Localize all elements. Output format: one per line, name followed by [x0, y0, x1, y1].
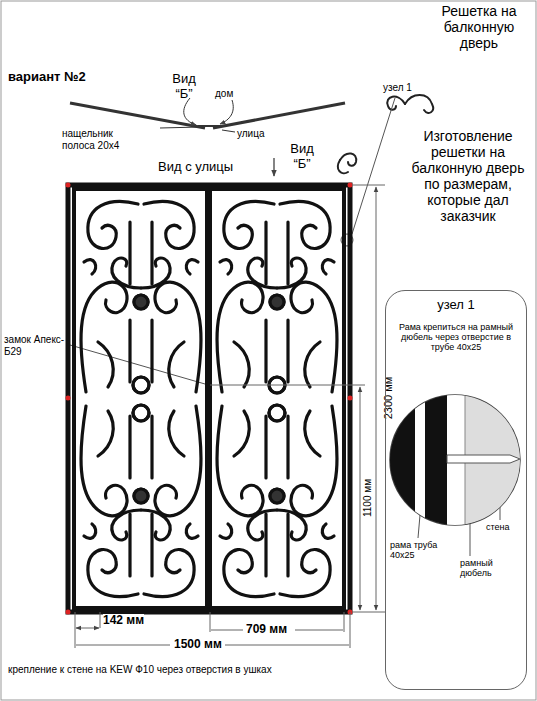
label: Изготовление решетки на балконную дверь …	[403, 128, 533, 225]
label: нащельник полоса 20х4	[62, 128, 140, 151]
scroll-quadrant	[133, 405, 201, 597]
scroll-quadrant	[269, 201, 337, 393]
label: замок Апекс-Б29	[4, 334, 70, 357]
label: Вид “Б”	[163, 72, 205, 102]
dimension-label: 1100 мм	[362, 479, 374, 517]
scroll-ornament	[81, 201, 337, 596]
label: вариант №2	[8, 70, 138, 85]
label: рамный дюбель	[460, 558, 516, 579]
label: рама труба 40х25	[390, 540, 446, 561]
scroll-quadrant	[269, 405, 337, 597]
detail-section	[385, 390, 535, 530]
label: 1500 мм	[174, 638, 222, 652]
scroll-quadrant	[133, 201, 201, 393]
scroll-quadrant	[81, 405, 149, 597]
detail-callout-box: узел 1 Рама крепиться на рамный дюбель че…	[385, 290, 527, 690]
grille-frame	[66, 183, 353, 615]
label: дом	[215, 88, 233, 100]
label: Вид с улицы	[158, 160, 233, 175]
scroll-quadrant	[217, 405, 285, 597]
dimension-label: 2300 мм	[382, 377, 395, 420]
label: крепление к стене на KEW Ф10 через отвер…	[8, 664, 278, 676]
label: улица	[237, 128, 265, 140]
callout-note: Рама крепиться на рамный дюбель через от…	[392, 322, 520, 352]
label: стена	[486, 522, 510, 532]
label: 142 мм	[103, 614, 144, 628]
scroll-quadrant	[81, 201, 149, 393]
callout-heading: узел 1	[392, 297, 520, 312]
title: Решетка на балконную дверь	[425, 3, 533, 51]
label: 709 мм	[246, 623, 287, 637]
scroll-quadrant	[217, 201, 285, 393]
dimension-lines	[75, 185, 385, 648]
label: узел 1	[383, 82, 412, 94]
label: Вид “Б”	[281, 142, 323, 172]
